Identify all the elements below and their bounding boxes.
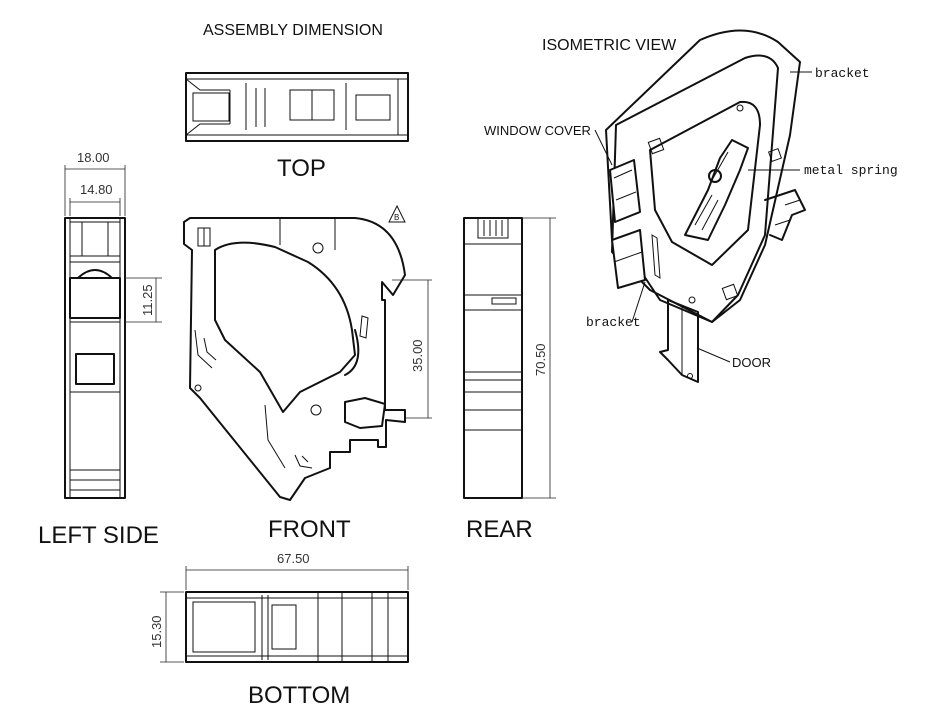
dim-bottom-width: 15.30 xyxy=(149,615,164,648)
dim-width-inner: 14.80 xyxy=(80,182,113,197)
bottom-view xyxy=(185,591,409,663)
top-view-label: TOP xyxy=(277,155,326,182)
callout-metal-spring: metal spring xyxy=(804,163,898,178)
dim-front-height: 35.00 xyxy=(410,339,425,372)
rear-view xyxy=(463,217,523,499)
drawing-title: ASSEMBLY DIMENSION xyxy=(203,22,383,39)
svg-text:B: B xyxy=(394,213,399,222)
left-side-dimensions xyxy=(64,165,162,323)
left-side-view xyxy=(64,217,126,499)
top-view xyxy=(185,72,409,142)
bottom-view-label: BOTTOM xyxy=(248,682,350,709)
left-side-view-label: LEFT SIDE xyxy=(38,522,159,549)
dim-rear-height: 70.50 xyxy=(533,343,548,376)
callout-window-cover: WINDOW COVER xyxy=(484,123,591,138)
callouts xyxy=(594,71,812,363)
rear-dimensions xyxy=(522,217,556,499)
dim-window-height: 11.25 xyxy=(140,284,155,316)
isometric-view xyxy=(605,29,806,383)
front-dimensions xyxy=(392,279,432,419)
rear-view-label: REAR xyxy=(466,516,533,543)
front-view xyxy=(183,217,406,501)
dim-bottom-length: 67.50 xyxy=(277,551,310,566)
dim-width-overall: 18.00 xyxy=(77,150,110,165)
callout-bracket-top: bracket xyxy=(815,66,870,81)
isometric-view-label: ISOMETRIC VIEW xyxy=(542,37,677,54)
revision-mark: B xyxy=(388,204,406,223)
bottom-dimensions xyxy=(160,566,409,663)
callout-bracket-bottom: bracket xyxy=(586,315,641,330)
callout-door: DOOR xyxy=(732,355,771,370)
front-view-label: FRONT xyxy=(268,516,351,543)
